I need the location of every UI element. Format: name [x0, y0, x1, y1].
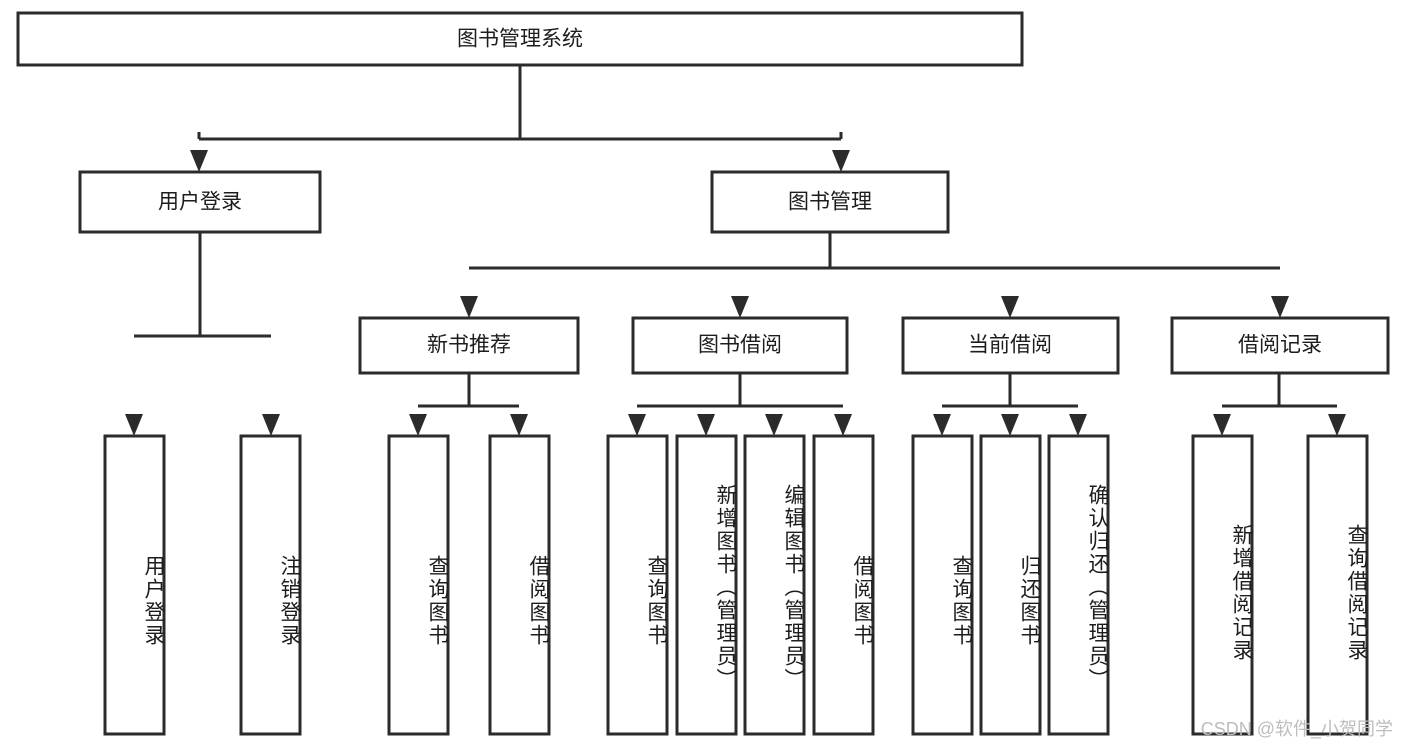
node-current-borrow-label: 当前借阅: [968, 334, 1052, 357]
connector-bookborrow-to-leaves: [637, 373, 843, 408]
leaf-box-new-book-1[interactable]: [488, 434, 551, 736]
node-root-label: 图书管理系统: [457, 28, 583, 51]
node-borrow-records-label: 借阅记录: [1238, 334, 1322, 357]
connector-bookmgmt-to-level3: [469, 232, 1280, 270]
connector-currentborrow-to-leaves: [942, 373, 1078, 408]
node-current-borrow[interactable]: 当前借阅: [901, 316, 1120, 375]
leaf-box-book-borrow-2[interactable]: [743, 434, 806, 736]
node-book-borrow-label: 图书借阅: [698, 334, 782, 357]
node-book-management-label: 图书管理: [788, 191, 872, 214]
connector-root-to-level2: [197, 65, 843, 141]
leaf-box-book-borrow-1[interactable]: [675, 434, 738, 736]
leaf-box-book-borrow-0[interactable]: [606, 434, 669, 736]
leaf-box-user-login-1[interactable]: [239, 434, 302, 736]
node-book-borrow[interactable]: 图书借阅: [631, 316, 849, 375]
node-new-book-recommend[interactable]: 新书推荐: [358, 316, 580, 375]
node-book-management[interactable]: 图书管理: [710, 170, 950, 234]
connector-borrowrecords-to-leaves: [1222, 373, 1337, 408]
leaf-box-book-borrow-3[interactable]: [812, 434, 875, 736]
leaf-box-current-borrow-1[interactable]: [979, 434, 1042, 736]
leaf-box-new-book-0[interactable]: [387, 434, 450, 736]
leaf-box-current-borrow-2[interactable]: [1047, 434, 1110, 736]
node-root-library-system[interactable]: 图书管理系统: [16, 11, 1024, 67]
node-user-login[interactable]: 用户登录: [78, 170, 322, 234]
node-user-login-label: 用户登录: [158, 191, 242, 214]
leaf-box-current-borrow-0[interactable]: [911, 434, 974, 736]
csdn-watermark: CSDN @软件_小贺同学: [1200, 719, 1393, 739]
node-borrow-records[interactable]: 借阅记录: [1170, 316, 1390, 375]
leaf-box-user-login-0[interactable]: [103, 434, 166, 736]
connector-newbook-to-leaves: [418, 373, 519, 408]
leaf-box-borrow-records-0[interactable]: [1191, 434, 1254, 736]
node-new-book-recommend-label: 新书推荐: [427, 334, 511, 357]
connector-userlogin-to-leaves: [134, 232, 271, 338]
leaf-box-borrow-records-1[interactable]: [1306, 434, 1369, 736]
